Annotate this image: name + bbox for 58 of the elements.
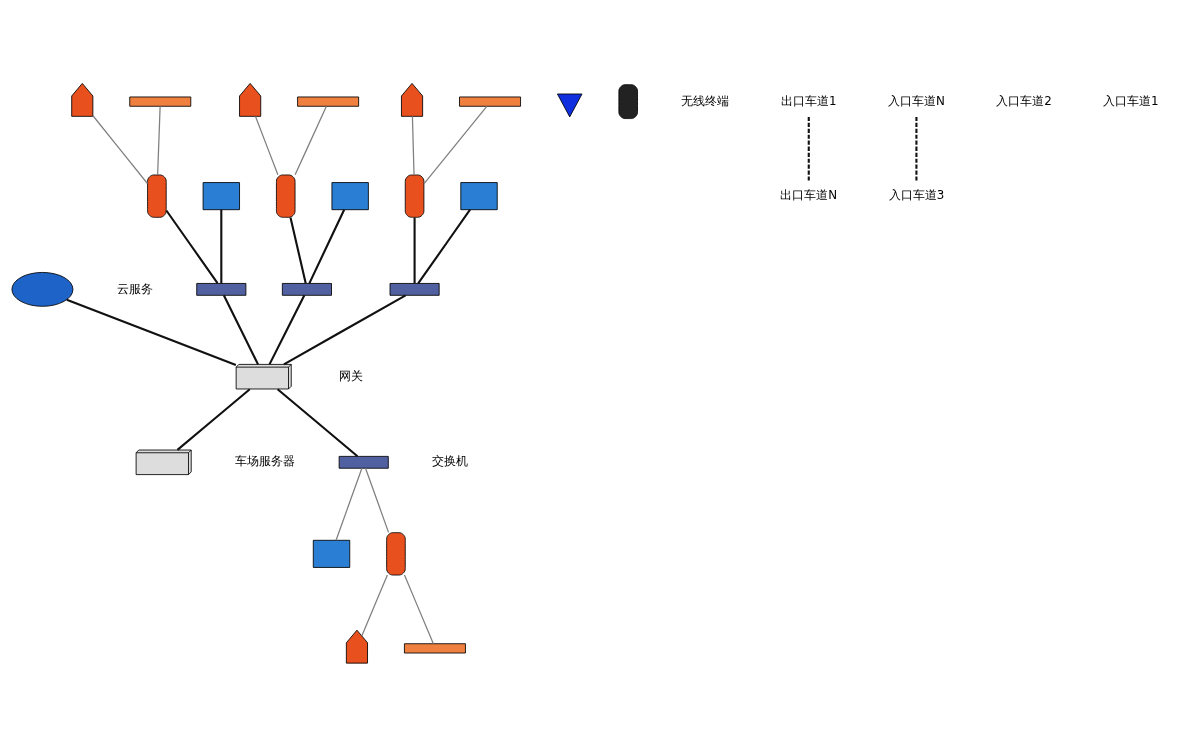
node-label: 无线终端	[681, 93, 730, 108]
connector	[66, 298, 237, 367]
connector	[283, 294, 407, 366]
node-barrier	[297, 96, 360, 107]
connector	[411, 115, 415, 176]
node-barrier	[404, 643, 466, 654]
node-text: 入口车道1	[1103, 93, 1159, 108]
node-monitor	[460, 182, 498, 211]
node-camera	[239, 82, 262, 117]
node-label: 云服务	[116, 281, 153, 296]
connector	[413, 217, 416, 284]
node-text: 入口车道3	[888, 188, 945, 203]
connector	[417, 209, 471, 285]
node-barrier	[129, 96, 192, 107]
node-camera	[345, 629, 368, 664]
connector	[915, 116, 918, 181]
connector	[165, 209, 219, 284]
connector	[294, 105, 327, 176]
connector	[222, 294, 259, 365]
connector	[289, 217, 307, 284]
connector	[423, 105, 488, 185]
node-monitor	[331, 182, 369, 211]
node-label: 交换机	[432, 454, 469, 469]
connector	[335, 467, 363, 541]
node-kiosk	[147, 174, 167, 218]
node-text: 出口车道N	[780, 188, 838, 203]
connector	[220, 209, 223, 284]
node-kiosk	[276, 174, 296, 218]
node-bar	[281, 283, 332, 296]
connector	[157, 105, 161, 176]
connector	[364, 467, 390, 533]
connector	[361, 574, 388, 637]
node-kiosk	[404, 174, 425, 218]
node-text: 入口车道2	[996, 93, 1052, 108]
node-phone	[618, 84, 638, 119]
connector	[403, 574, 434, 645]
node-camera	[71, 82, 94, 117]
node-label: 车场服务器	[235, 454, 296, 469]
node-label: 网关	[339, 368, 364, 383]
connector	[254, 115, 279, 176]
connector	[308, 209, 346, 284]
node-monitor	[312, 539, 351, 568]
connector	[92, 115, 149, 185]
node-text: 入口车道N	[887, 93, 945, 108]
node-bar	[196, 283, 247, 296]
node-kiosk	[386, 532, 406, 576]
connector	[268, 294, 306, 365]
node-bar	[338, 455, 389, 469]
connector	[176, 388, 251, 451]
node-monitor	[202, 182, 240, 211]
connector	[276, 388, 359, 457]
node-bolt	[557, 93, 583, 118]
node-camera	[401, 82, 424, 117]
node-text: 出口车道1	[780, 93, 837, 108]
node-cloud	[11, 272, 74, 307]
connector	[807, 116, 810, 181]
node-bar	[389, 283, 440, 296]
node-barrier	[459, 96, 521, 107]
